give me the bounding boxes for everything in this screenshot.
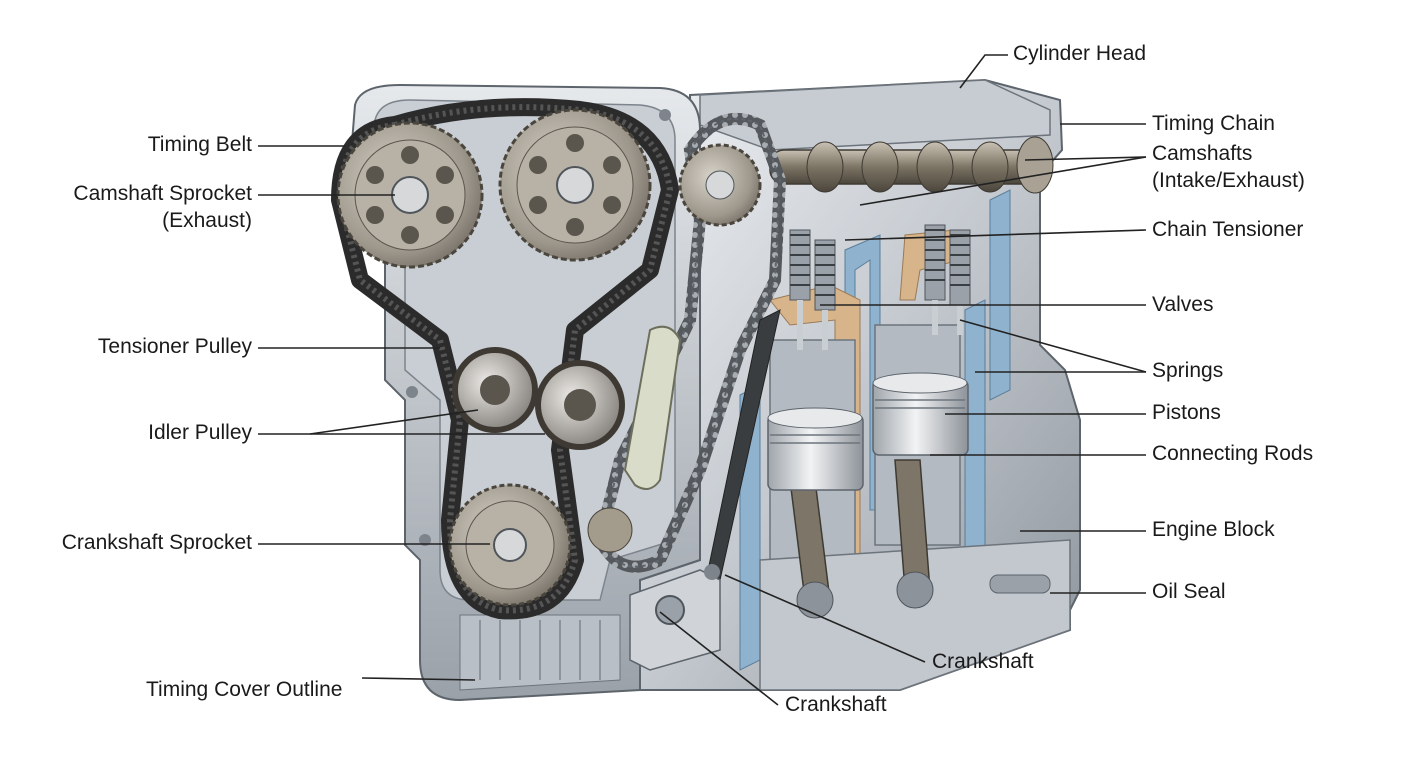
leader-lines xyxy=(258,54,1147,706)
camshaft-sprocket-left xyxy=(336,121,484,269)
label-crankshaft-upper: Crankshaft xyxy=(932,650,1034,673)
camshaft-assembly xyxy=(769,136,1054,194)
label-camshafts-detail: (Intake/Exhaust) xyxy=(1152,169,1305,192)
camshaft-sprocket-right xyxy=(498,108,652,262)
crankshaft-end-shape xyxy=(629,564,721,671)
label-chain-tensioner: Chain Tensioner xyxy=(1152,218,1304,241)
valve-train xyxy=(789,224,971,350)
label-timing-belt: Timing Belt xyxy=(147,133,252,156)
crankshaft-sprocket-shape xyxy=(448,483,572,607)
label-oil-seal: Oil Seal xyxy=(1152,580,1226,603)
label-engine-block: Engine Block xyxy=(1152,518,1275,541)
label-camshaft-sprocket: Camshaft Sprocket xyxy=(73,182,252,205)
pistons-rods xyxy=(767,372,969,619)
label-camshafts: Camshafts xyxy=(1152,142,1253,165)
label-cylinder-head: Cylinder Head xyxy=(1013,42,1147,65)
label-crankshaft-sprocket: Crankshaft Sprocket xyxy=(61,531,252,554)
label-connecting-rods: Connecting Rods xyxy=(1152,442,1314,465)
label-timing-cover-outline: Timing Cover Outline xyxy=(146,678,343,701)
tensioner-pulley-shape xyxy=(452,347,538,433)
label-crankshaft-lower: Crankshaft xyxy=(785,693,887,716)
chain-guide-shape xyxy=(623,325,682,490)
label-pistons: Pistons xyxy=(1152,401,1221,424)
label-camshaft-sprocket-detail: (Exhaust) xyxy=(162,209,252,232)
label-timing-chain: Timing Chain xyxy=(1152,112,1275,135)
idler-pulley-shape xyxy=(535,360,625,450)
label-valves: Valves xyxy=(1152,293,1214,316)
label-tensioner-pulley: Tensioner Pulley xyxy=(97,335,252,358)
label-springs: Springs xyxy=(1152,359,1224,382)
label-idler-pulley: Idler Pulley xyxy=(148,421,252,444)
